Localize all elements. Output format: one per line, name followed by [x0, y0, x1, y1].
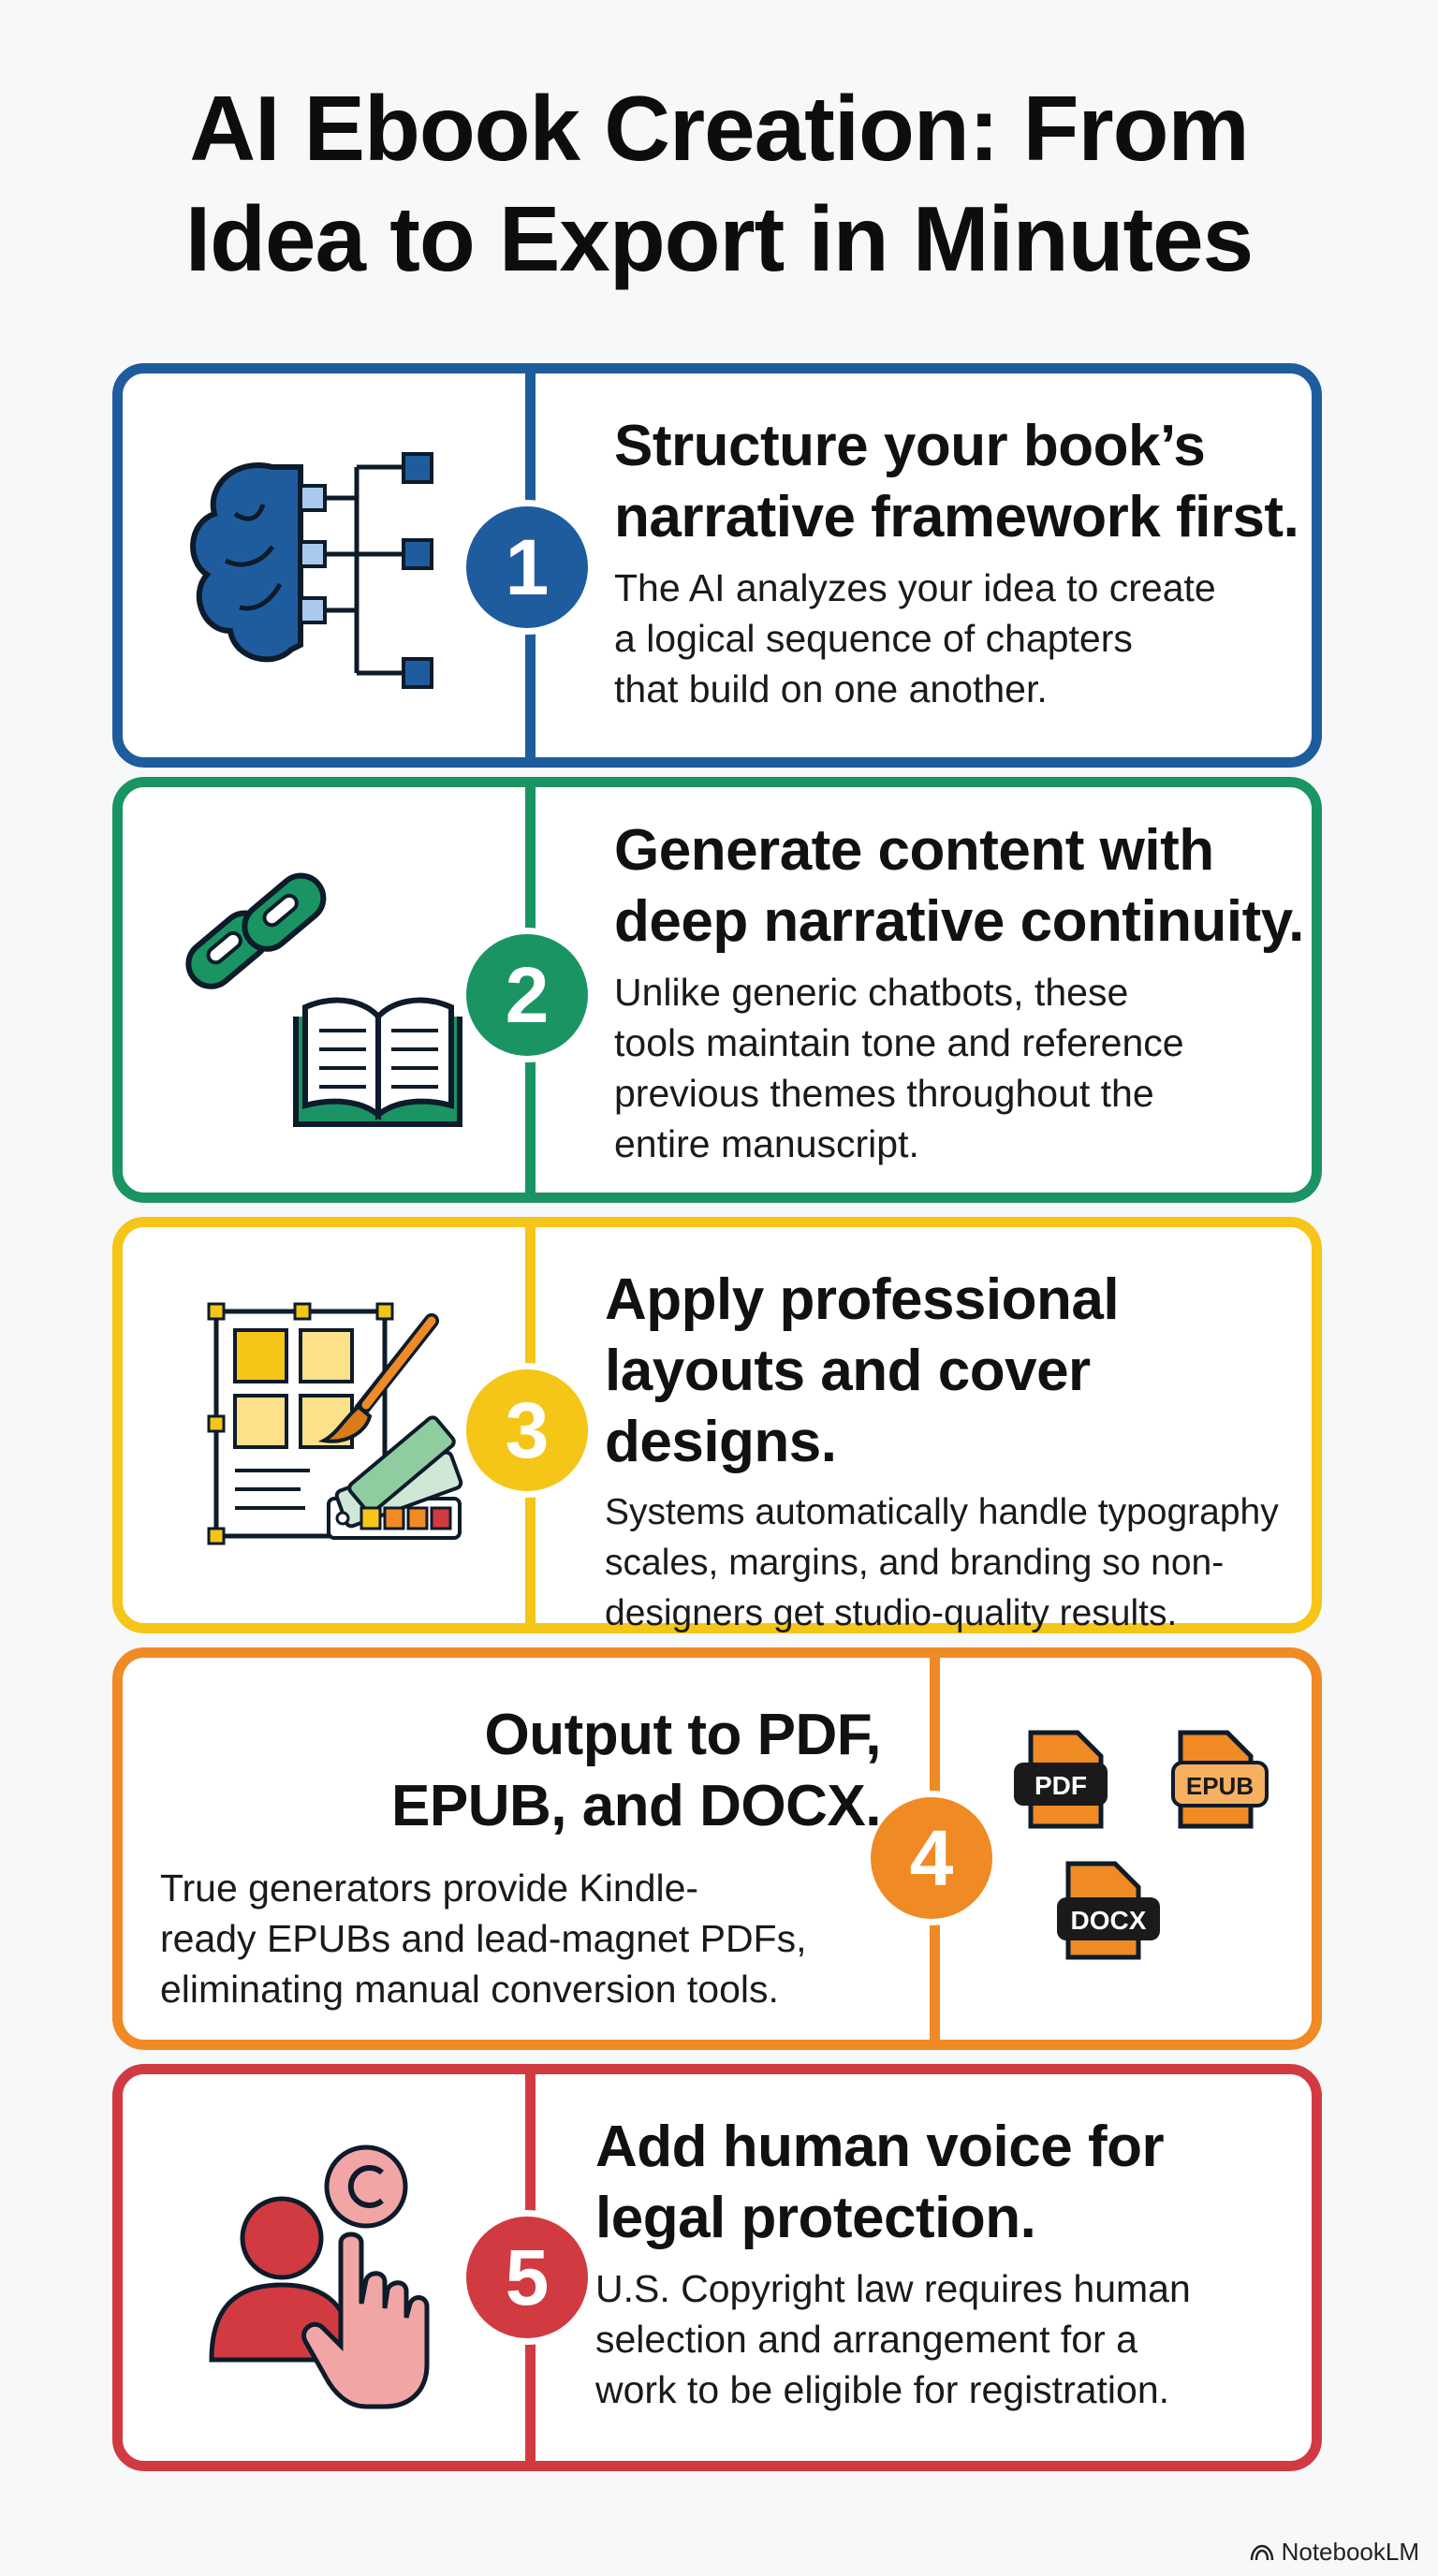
step-card-3: 3 Apply professional layouts and cover d… — [112, 1217, 1322, 1633]
chain-book-icon — [185, 872, 462, 1127]
body-line: tools maintain tone and reference — [614, 1021, 1184, 1064]
page-title: AI Ebook Creation: From Idea to Export i… — [0, 73, 1438, 294]
step-heading: Structure your book’s narrative framewor… — [614, 411, 1299, 553]
step-description: The AI analyzes your idea to create a lo… — [614, 563, 1299, 714]
step-heading: Output to PDF, EPUB, and DOCX. — [160, 1700, 882, 1842]
body-line: True generators provide Kindle- — [160, 1866, 699, 1910]
body-line: that build on one another. — [614, 667, 1048, 710]
heading-line: layouts and cover designs. — [605, 1339, 1091, 1474]
body-line: Systems automatically handle typography — [605, 1492, 1279, 1532]
body-line: a logical sequence of chapters — [614, 617, 1133, 660]
file-label-pdf: PDF — [1034, 1771, 1087, 1800]
step-number-badge: 5 — [460, 2210, 594, 2345]
heading-line: Output to PDF, — [484, 1703, 882, 1767]
body-line: designers get studio-quality results. — [605, 1593, 1178, 1633]
step-number-badge: 2 — [460, 928, 594, 1062]
step-heading: Apply professional layouts and cover des… — [605, 1265, 1312, 1478]
file-formats-icon: PDF EPUB DOCX — [1012, 1723, 1293, 2004]
notebooklm-logo-icon — [1250, 2544, 1273, 2560]
file-label-epub: EPUB — [1186, 1772, 1254, 1800]
layout-brush-swatch-icon — [207, 1302, 463, 1545]
body-line: The AI analyzes your idea to create — [614, 566, 1216, 609]
step-text-4: Output to PDF, EPUB, and DOCX. True gene… — [160, 1700, 882, 2014]
step-heading: Generate content with deep narrative con… — [614, 815, 1304, 958]
heading-line: Structure your book’s — [614, 414, 1206, 478]
heading-line: Add human voice for — [595, 2115, 1165, 2179]
heading-line: legal protection. — [595, 2186, 1036, 2250]
step-description: True generators provide Kindle- ready EP… — [160, 1863, 881, 2014]
body-line: work to be eligible for registration. — [595, 2368, 1170, 2411]
brand-name: NotebookLM — [1281, 2538, 1419, 2566]
file-shapes-icon: PDF EPUB DOCX — [1014, 1730, 1269, 1960]
step-card-4: 4 Output to PDF, EPUB, and DOCX. True ge… — [112, 1647, 1322, 2050]
heading-line: Apply professional — [605, 1267, 1120, 1332]
body-line: U.S. Copyright law requires human — [595, 2267, 1191, 2310]
heading-line: Generate content with — [614, 818, 1214, 883]
step-card-1: 1 Structure your book’s narrative framew… — [112, 363, 1322, 768]
step-heading: Add human voice for legal protection. — [595, 2112, 1191, 2254]
step-card-5: 5 Add human voice for legal protection. … — [112, 2064, 1322, 2471]
brand-watermark: NotebookLM — [1250, 2538, 1419, 2567]
heading-line: deep narrative continuity. — [614, 889, 1304, 954]
title-line-1: AI Ebook Creation: From — [189, 77, 1249, 180]
step-description: U.S. Copyright law requires human select… — [595, 2263, 1191, 2415]
step-card-2: 2 Generate content with deep narrative c… — [112, 777, 1322, 1203]
heading-line: EPUB, and DOCX. — [390, 1774, 882, 1838]
step-text-2: Generate content with deep narrative con… — [614, 815, 1304, 1169]
body-line: Unlike generic chatbots, these — [614, 971, 1129, 1014]
step-text-5: Add human voice for legal protection. U.… — [595, 2112, 1191, 2415]
body-line: eliminating manual conversion tools. — [160, 1968, 779, 2011]
body-line: previous themes throughout the — [614, 1072, 1154, 1115]
body-line: ready EPUBs and lead-magnet PDFs, — [160, 1917, 807, 1960]
step-description: Unlike generic chatbots, these tools mai… — [614, 967, 1304, 1169]
body-line: selection and arrangement for a — [595, 2318, 1137, 2361]
brain-flowchart-icon — [190, 452, 433, 689]
heading-line: narrative framework first. — [614, 485, 1299, 549]
step-number-badge: 4 — [864, 1791, 999, 1925]
body-line: entire manuscript. — [614, 1122, 919, 1165]
step-number-badge: 3 — [460, 1363, 594, 1498]
title-line-2: Idea to Export in Minutes — [184, 187, 1254, 290]
step-text-1: Structure your book’s narrative framewor… — [614, 411, 1299, 714]
step-number-badge: 1 — [460, 500, 594, 635]
step-description: Systems automatically handle typography … — [605, 1487, 1312, 1639]
file-label-docx: DOCX — [1071, 1906, 1147, 1935]
person-copyright-icon — [209, 2144, 430, 2409]
body-line: scales, margins, and branding so non- — [605, 1543, 1225, 1583]
step-text-3: Apply professional layouts and cover des… — [605, 1265, 1312, 1639]
